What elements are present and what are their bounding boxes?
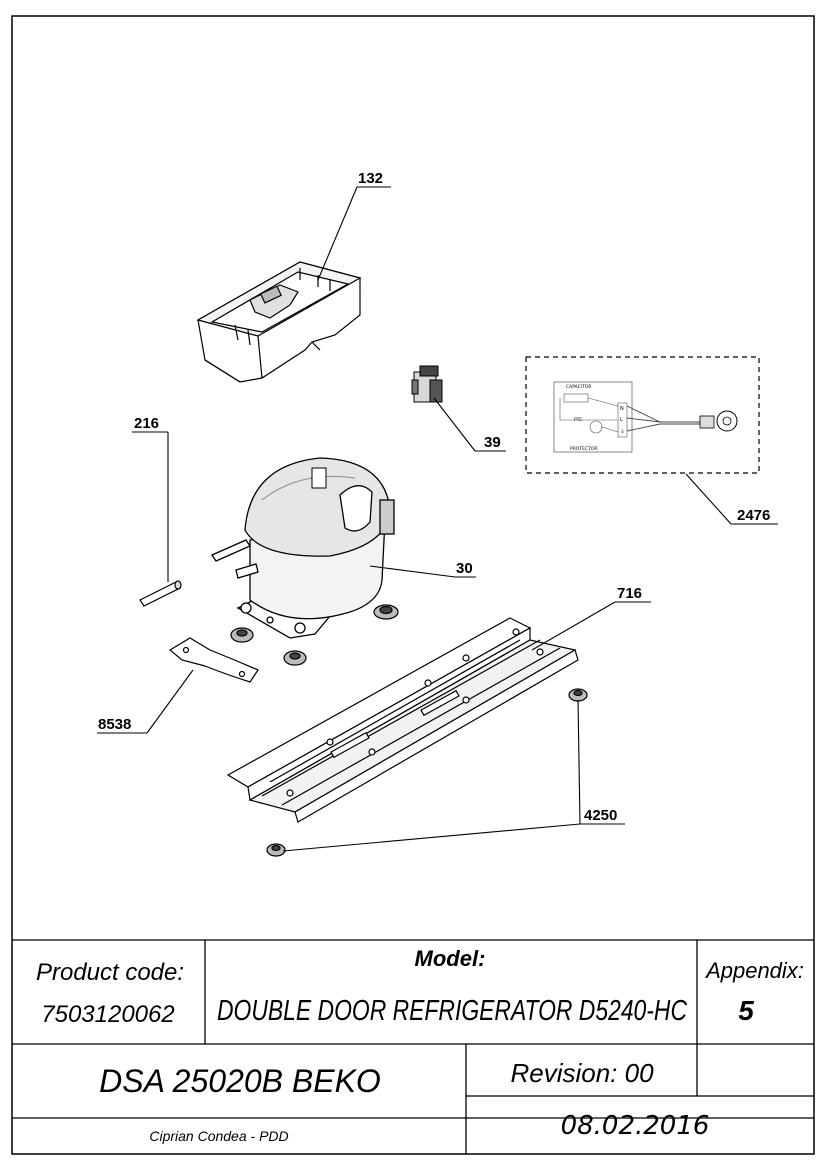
revision: Revision: 00	[510, 1058, 654, 1088]
terminal-l-label: L	[620, 417, 623, 423]
leaders	[97, 186, 778, 852]
title-block	[12, 939, 814, 1154]
callout-4250: 4250	[584, 807, 617, 824]
part-216-tube	[139, 580, 182, 607]
terminal-e-label: ⏚	[620, 428, 625, 435]
appendix-value: 5	[738, 995, 754, 1026]
appendix-label: Appendix:	[704, 958, 804, 983]
part-39-relay	[411, 365, 443, 403]
part-8538-clip	[168, 637, 259, 683]
callout-39: 39	[484, 434, 501, 451]
product-code-label: Product code:	[36, 959, 184, 986]
model-value: DOUBLE DOOR REFRIGERATOR D5240-HC	[217, 995, 688, 1027]
grommets-group	[230, 604, 588, 857]
callout-716: 716	[617, 585, 642, 602]
capacitor-label: CAPACITOR	[566, 384, 592, 390]
callout-132: 132	[358, 170, 383, 187]
callout-30: 30	[456, 560, 473, 577]
part-name: DSA 25020B BEKO	[99, 1063, 381, 1099]
product-code-value: 7503120062	[41, 1001, 174, 1028]
part-30-compressor	[211, 457, 395, 639]
part-2476-wiring-harness: CAPACITOR PTC PROTECTOR N L ⏚	[525, 356, 760, 474]
model-label: Model:	[415, 946, 486, 971]
callout-labels: 132 216 39 2476 30 716 8538 4250	[98, 170, 770, 824]
sheet-border	[11, 15, 815, 1155]
callout-8538: 8538	[98, 716, 131, 733]
part-132-relay-cover	[196, 261, 362, 383]
callout-2476: 2476	[737, 507, 770, 524]
terminal-n-label: N	[620, 406, 624, 412]
callout-216: 216	[134, 415, 159, 432]
author: Ciprian Condea - PDD	[149, 1128, 288, 1144]
date: 08.02.2016	[561, 1111, 710, 1141]
part-716-rails	[226, 617, 579, 823]
protector-label: PROTECTOR	[570, 446, 598, 452]
